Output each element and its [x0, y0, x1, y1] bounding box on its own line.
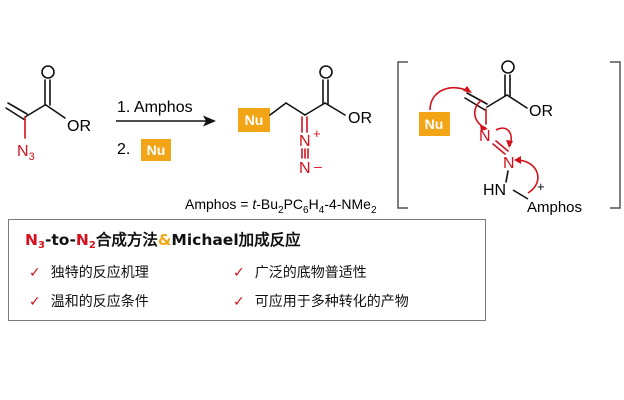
- check-icon: ✓: [233, 294, 245, 310]
- title-to: -to-: [44, 231, 76, 249]
- mechanism-hn: HN: [483, 182, 506, 199]
- feature-item: ✓温和的反应条件: [29, 294, 149, 310]
- reactant-structure: [5, 79, 66, 139]
- feature-item: ✓广泛的底物普适性: [233, 265, 367, 281]
- electron-arrow-2-icon: [474, 99, 487, 129]
- reaction-arrow-head-icon: [203, 115, 216, 127]
- mechanism-plus: +: [537, 179, 545, 194]
- check-icon: ✓: [29, 265, 41, 281]
- mechanism-bracket: [397, 61, 621, 209]
- feature-item: ✓独特的反应机理: [29, 265, 149, 281]
- mechanism-hn-amphos-bond: [512, 189, 529, 200]
- check-icon: ✓: [29, 294, 41, 310]
- summary-title: N3-to-N2合成方法&Michael加成反应: [25, 228, 301, 251]
- title-method: 合成方法: [95, 231, 158, 249]
- product-diazo-n1: N: [299, 133, 311, 150]
- title-michael: Michael加成反应: [171, 231, 301, 249]
- mechanism-carbonyl-oxygen: [501, 60, 515, 74]
- electron-arrowhead-4-icon: [514, 156, 521, 164]
- amphos-definition: Amphos = t-Bu2PC6H4-4-NMe2: [185, 196, 377, 216]
- reactant-ester-label: OR: [67, 118, 91, 135]
- mechanism-structure: [464, 74, 528, 183]
- product-diazo-plus: +: [313, 126, 321, 141]
- title-n2: N2: [75, 231, 96, 251]
- mechanism-nu-label: Nu: [425, 116, 444, 132]
- product-structure: [269, 79, 346, 159]
- product-diazo-n2: N: [299, 160, 311, 177]
- mechanism-amphos-label: Amphos: [527, 199, 582, 216]
- mechanism-n1: N: [479, 128, 491, 145]
- reactant-azide-label: N3: [17, 143, 35, 163]
- electron-arrowhead-1-icon: [463, 86, 472, 93]
- product-diazo-minus: –: [314, 158, 322, 174]
- reaction-step1-label: 1. Amphos: [117, 99, 193, 116]
- check-icon: ✓: [233, 265, 245, 281]
- mechanism-nu-box: [419, 112, 450, 136]
- product-nu-box: [238, 108, 270, 132]
- reaction-step2-label: 2.: [117, 141, 130, 158]
- electron-arrow-4-icon: [515, 159, 539, 194]
- electron-arrowheads: [463, 86, 521, 164]
- reaction-scheme: OR N3 1. Amphos 2. Nu Nu OR N + N – Amph…: [5, 60, 621, 216]
- mechanism-n2: N: [503, 155, 515, 172]
- mechanism-ester-label: OR: [529, 103, 553, 120]
- feature-item: ✓可应用于多种转化的产物: [233, 294, 409, 310]
- product-ester-label: OR: [348, 110, 372, 127]
- electron-arrowhead-3-icon: [506, 140, 513, 148]
- product-carbonyl-oxygen: [319, 65, 333, 79]
- title-ampersand: &: [157, 231, 172, 249]
- nucleophile-label: Nu: [147, 142, 166, 158]
- electron-arrowhead-2-icon: [480, 125, 488, 131]
- nucleophile-box: [141, 139, 171, 161]
- product-nu-label: Nu: [245, 112, 264, 128]
- title-n3: N3: [25, 231, 45, 251]
- reactant-carbonyl-oxygen: [41, 65, 55, 79]
- summary-card: N3-to-N2合成方法&Michael加成反应 ✓独特的反应机理 ✓广泛的底物…: [8, 219, 486, 321]
